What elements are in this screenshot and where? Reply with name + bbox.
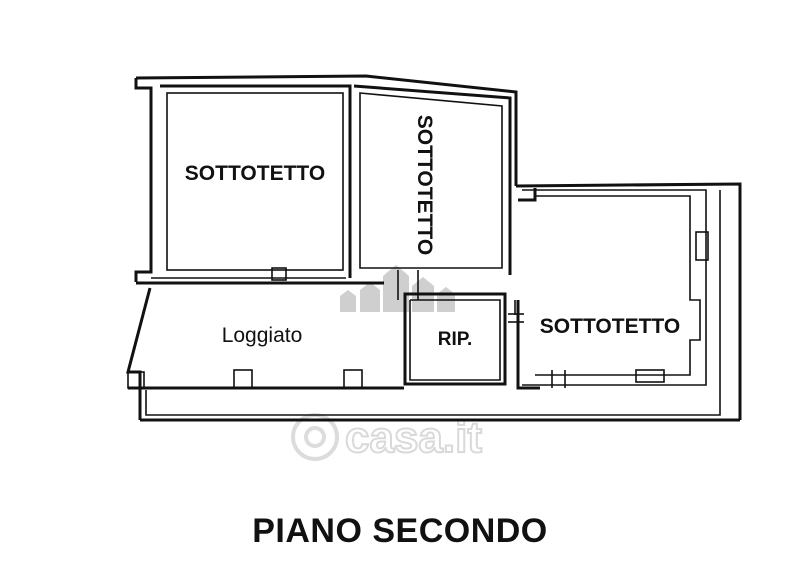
floor-title: PIANO SECONDO bbox=[252, 512, 548, 550]
watermark-circle-icon bbox=[291, 413, 339, 461]
room-label-attic-right: SOTTOTETTO bbox=[540, 315, 680, 338]
walls bbox=[126, 74, 742, 422]
attic-middle-outline bbox=[359, 92, 503, 269]
room-label-attic-top-middle: SOTTOTETTO bbox=[413, 115, 436, 255]
storage-outline bbox=[403, 292, 507, 386]
attic-left-outline bbox=[166, 92, 344, 271]
room-outlines bbox=[160, 84, 701, 390]
room-label-storage: RIP. bbox=[438, 329, 473, 350]
room-label-attic-top-left: SOTTOTETTO bbox=[185, 162, 325, 185]
wall-details bbox=[127, 231, 709, 389]
room-label-loggia: Loggiato bbox=[222, 324, 303, 347]
